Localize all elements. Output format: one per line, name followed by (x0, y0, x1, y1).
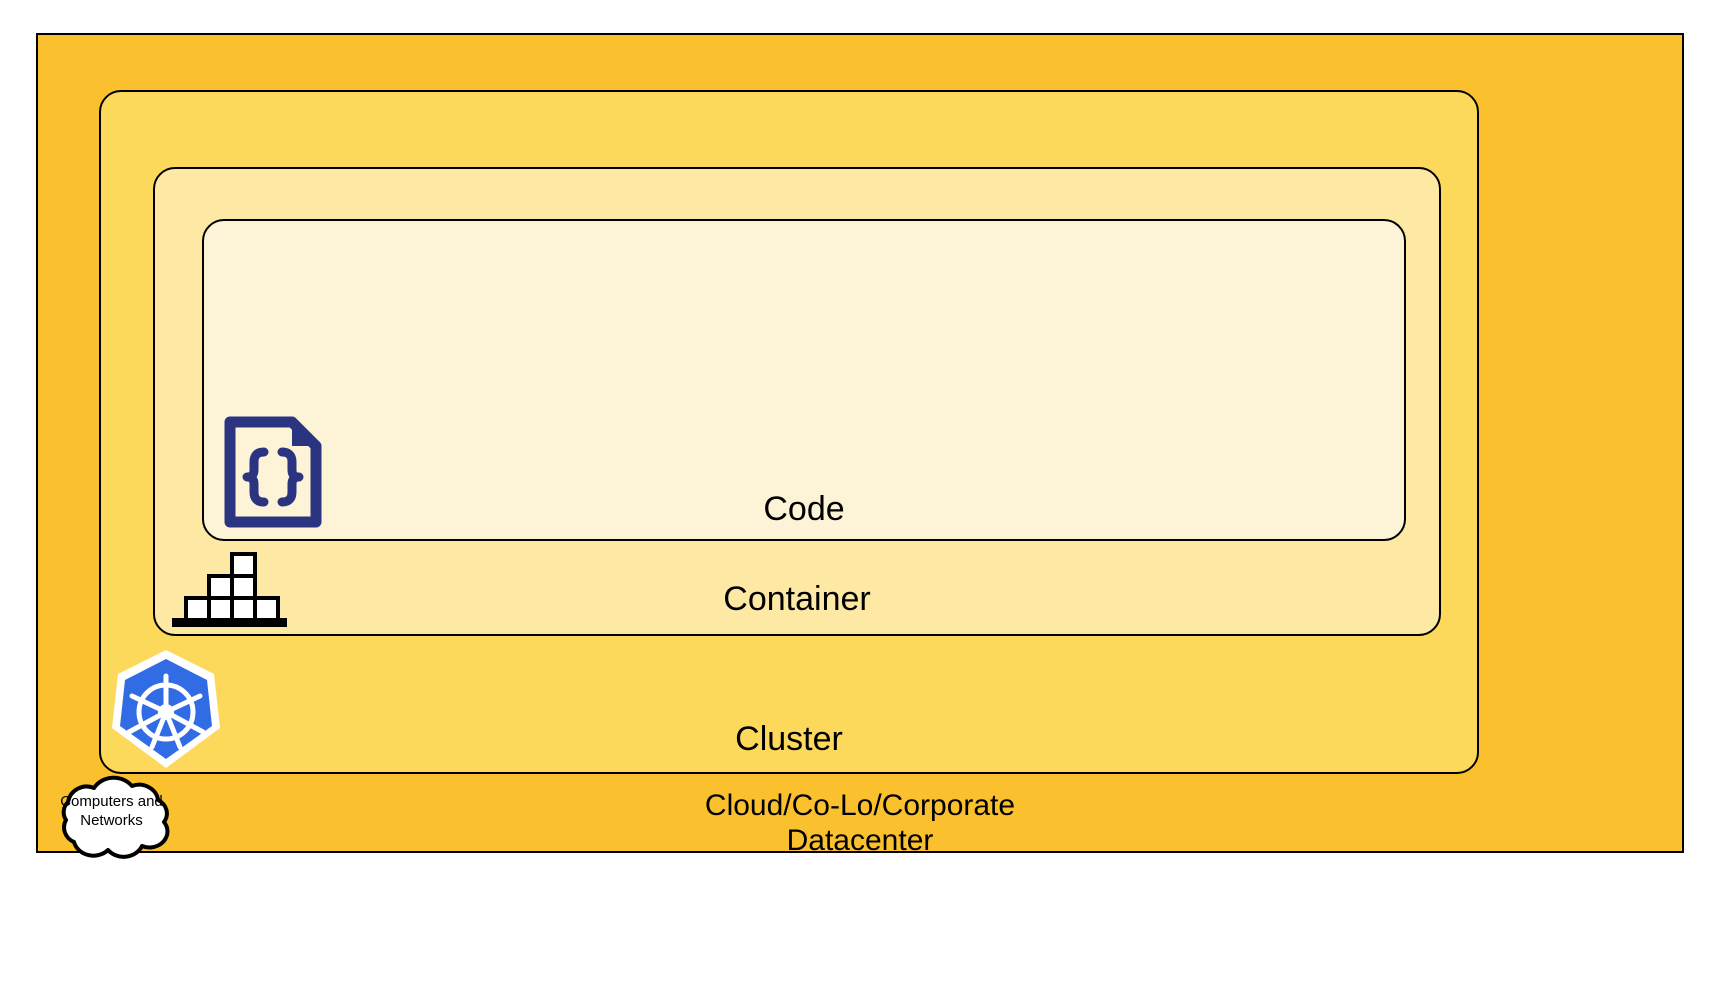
layer-label-datacenter-line2: Datacenter (786, 823, 934, 857)
layer-code[interactable] (202, 219, 1406, 541)
layer-label-code: Code (763, 490, 845, 528)
container-boxes-icon (166, 552, 291, 627)
code-file-braces-icon (220, 412, 326, 532)
layer-label-container: Container (723, 580, 871, 618)
layer-label-cluster: Cluster (735, 720, 843, 758)
layer-label-datacenter: Cloud/Co-Lo/Corporate Datacenter (36, 789, 1684, 858)
layer-label-datacenter-line1: Cloud/Co-Lo/Corporate (704, 789, 1016, 822)
kubernetes-helm-icon (110, 648, 222, 770)
cloud-icon (34, 772, 189, 862)
